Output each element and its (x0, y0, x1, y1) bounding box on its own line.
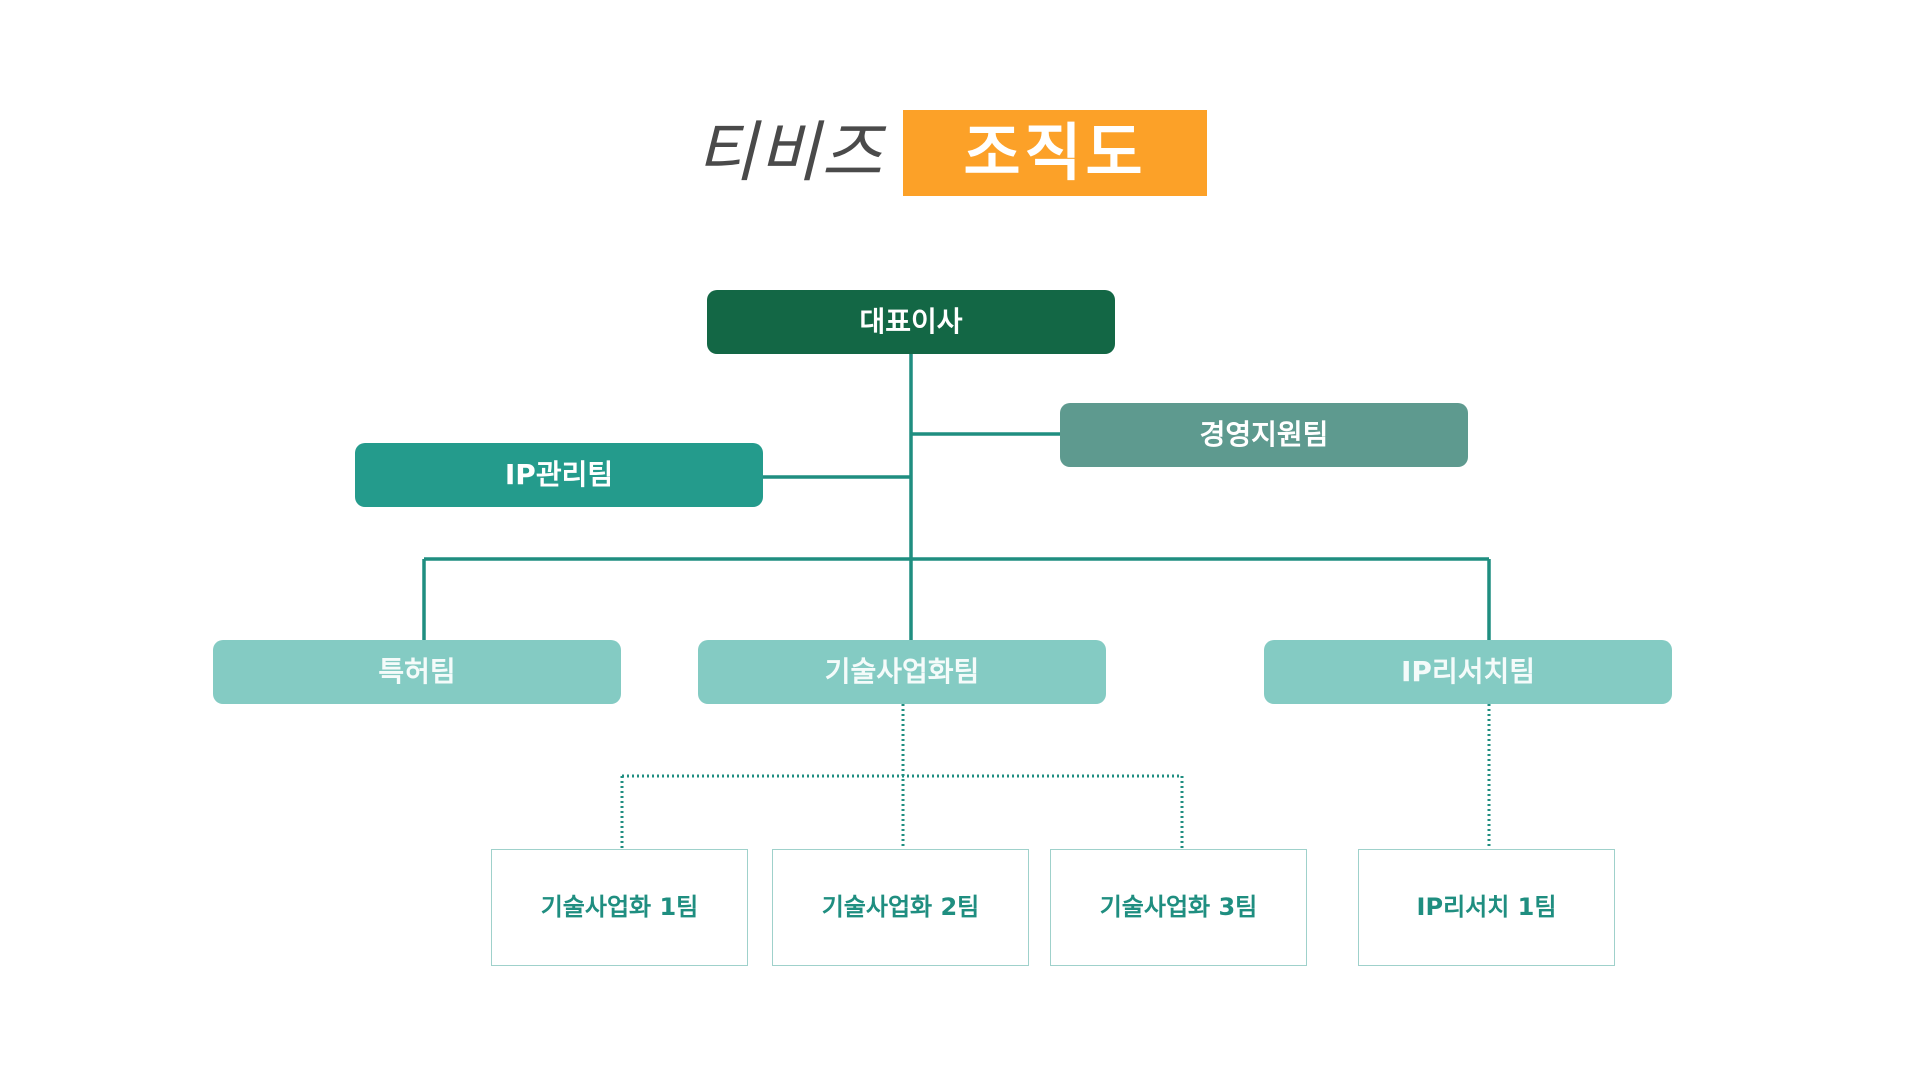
ip-management-node: IP관리팀 (355, 443, 763, 507)
company-logo: 티비즈 (695, 114, 885, 191)
management-support-node: 경영지원팀 (1060, 403, 1468, 467)
solid-connectors (422, 354, 1491, 640)
dotted-connectors (620, 704, 1491, 849)
tech-team-3-label: 기술사업화 3팀 (1099, 893, 1258, 921)
tech-commercialization-node: 기술사업화팀 (698, 640, 1106, 704)
tech-commercialization-label: 기술사업화팀 (824, 655, 980, 688)
page-header: 티비즈 조직도 (0, 108, 1920, 198)
patent-team-node: 특허팀 (213, 640, 621, 704)
ip-research-node: IP리서치팀 (1264, 640, 1672, 704)
tech-team-2-label: 기술사업화 2팀 (821, 893, 980, 921)
tech-team-2-node: 기술사업화 2팀 (772, 849, 1029, 966)
tech-team-1-node: 기술사업화 1팀 (491, 849, 748, 966)
tech-team-3-node: 기술사업화 3팀 (1050, 849, 1307, 966)
tech-team-1-label: 기술사업화 1팀 (540, 893, 699, 921)
ip-research-team-1-label: IP리서치 1팀 (1416, 893, 1557, 921)
ip-research-team-1-node: IP리서치 1팀 (1358, 849, 1615, 966)
patent-team-label: 특허팀 (378, 655, 456, 688)
management-support-label: 경영지원팀 (1199, 418, 1329, 451)
ip-management-label: IP관리팀 (504, 458, 614, 491)
ceo-label: 대표이사 (859, 305, 963, 338)
ip-research-label: IP리서치팀 (1401, 655, 1535, 688)
page-title: 조직도 (903, 110, 1207, 196)
ceo-node: 대표이사 (707, 290, 1115, 354)
